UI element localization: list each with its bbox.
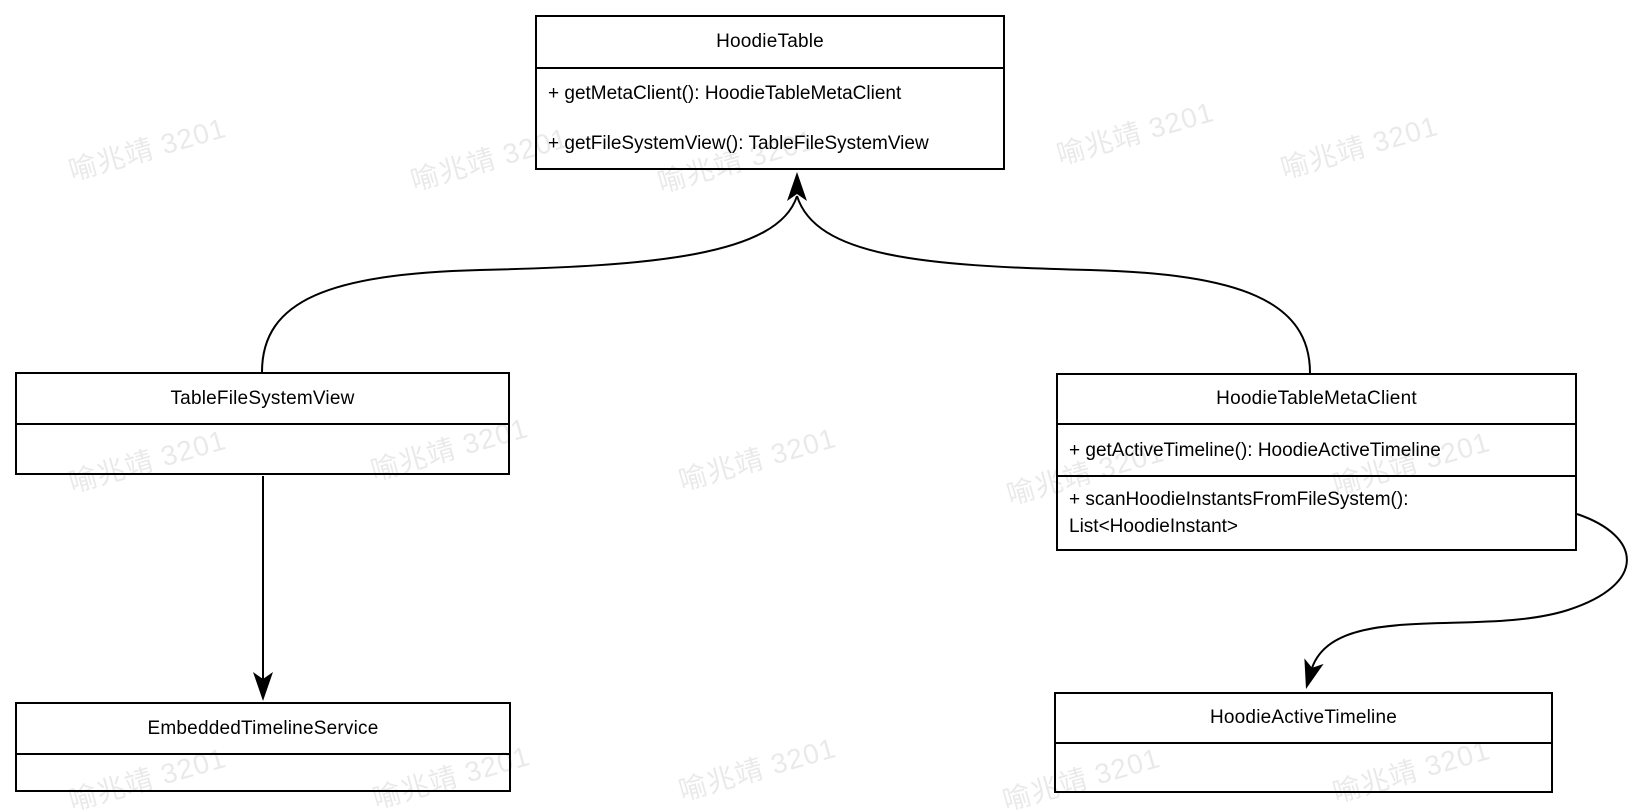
method-getfilesystemview: + getFileSystemView(): TableFileSystemVi… (548, 132, 929, 154)
class-empty-section-embeddedtimelineservice (17, 753, 509, 790)
arrowhead-up-hoodietable (787, 172, 807, 201)
class-empty-section-hoodieactivetimeline (1056, 742, 1551, 791)
watermark-text: 喻兆靖 3201 (65, 112, 230, 187)
watermark-text: 喻兆靖 3201 (1053, 96, 1218, 171)
class-box-tablefilesystemview: TableFileSystemView (15, 372, 510, 475)
class-empty-section-tablefilesystemview (17, 423, 508, 473)
method-scanhoodieinstants: + scanHoodieInstantsFromFileSystem(): Li… (1069, 489, 1409, 537)
class-box-embeddedtimelineservice: EmbeddedTimelineService (15, 702, 511, 792)
class-title-embeddedtimelineservice: EmbeddedTimelineService (147, 717, 379, 739)
edge-hoodietablemetaclient-to-hoodietable (796, 195, 1311, 374)
class-box-hoodietable: HoodieTable + getMetaClient(): HoodieTab… (535, 15, 1005, 170)
class-box-hoodieactivetimeline: HoodieActiveTimeline (1054, 692, 1553, 793)
watermark-text: 喻兆靖 3201 (675, 732, 840, 807)
class-methods-hoodietable: + getMetaClient(): HoodieTableMetaClient… (537, 67, 1003, 168)
method-getactivetimeline: + getActiveTimeline(): HoodieActiveTimel… (1069, 439, 1441, 461)
watermark-text: 喻兆靖 3201 (675, 422, 840, 497)
class-title-hoodieactivetimeline: HoodieActiveTimeline (1209, 707, 1398, 728)
class-box-hoodietablemetaclient: HoodieTableMetaClient + getActiveTimelin… (1056, 373, 1577, 551)
class-title-hoodietable: HoodieTable (716, 31, 824, 52)
arrowhead-down-hoodieactivetimeline (1304, 658, 1324, 689)
class-methods1-hoodietablemetaclient: + getActiveTimeline(): HoodieActiveTimel… (1058, 423, 1575, 475)
watermark-text: 喻兆靖 3201 (1277, 110, 1442, 185)
edge-tablefilesystemview-to-hoodietable (261, 195, 798, 373)
class-title-tablefilesystemview: TableFileSystemView (170, 387, 355, 409)
class-title-hoodietablemetaclient: HoodieTableMetaClient (1216, 388, 1417, 409)
method-getmetaclient: + getMetaClient(): HoodieTableMetaClient (548, 83, 902, 105)
arrowhead-down-embeddedtimelineservice (253, 672, 273, 701)
class-methods2-hoodietablemetaclient: + scanHoodieInstantsFromFileSystem(): Li… (1058, 475, 1575, 549)
